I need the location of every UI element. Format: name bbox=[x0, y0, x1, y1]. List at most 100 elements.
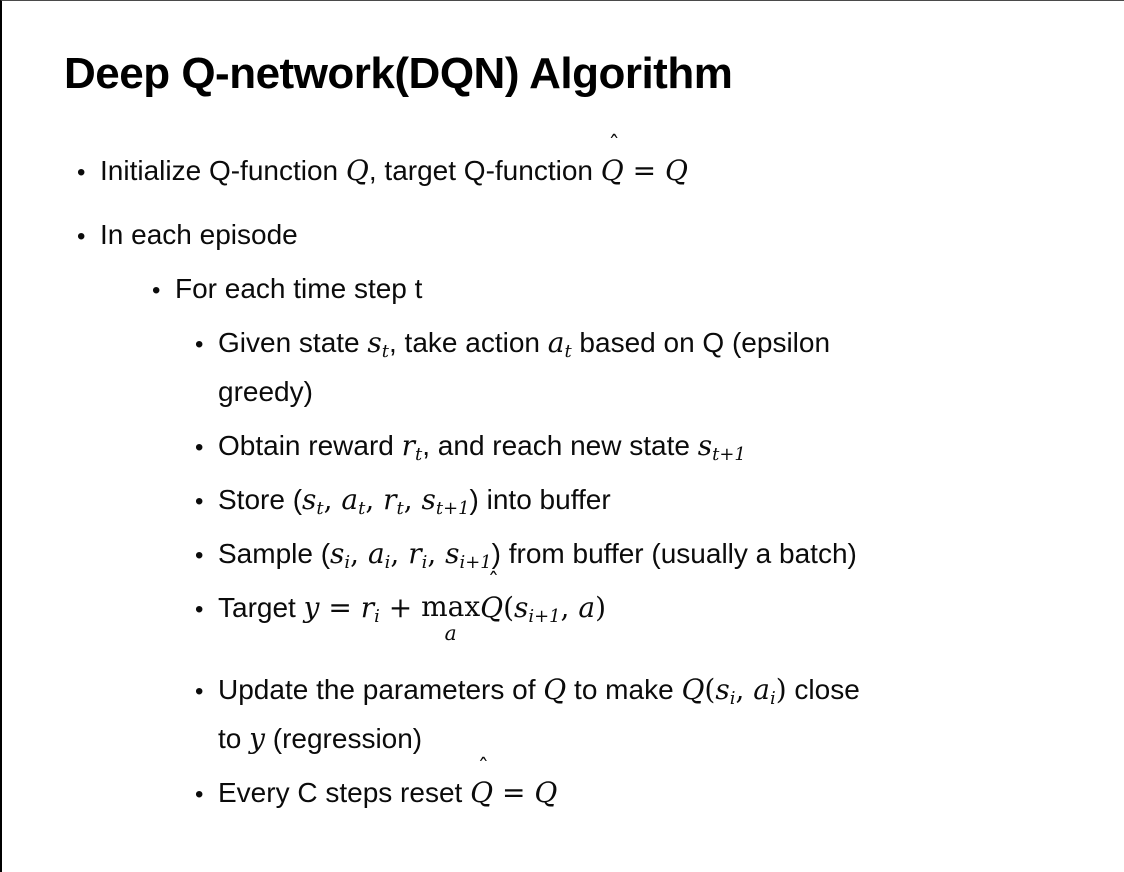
bullet-item: • Update the parameters of Q to make Q(si… bbox=[2, 666, 1124, 764]
operator-under-script: a bbox=[444, 620, 457, 645]
math-var: r bbox=[401, 429, 416, 462]
math-var: s bbox=[445, 537, 460, 570]
bullet-text: For each time step t bbox=[175, 265, 422, 312]
math-var-subscript: st bbox=[302, 483, 324, 520]
operator-name: max bbox=[421, 589, 481, 623]
hat-accent: ˆ bbox=[477, 754, 490, 781]
bullet-text: Obtain reward rt, and reach new state st… bbox=[218, 422, 746, 469]
math-segment: , bbox=[735, 673, 754, 707]
bullet-item: •Given state st, take action at based on… bbox=[2, 319, 1124, 417]
bullet-item: •Initialize Q-function Q, target Q-funct… bbox=[2, 134, 1124, 196]
math-segment: ( bbox=[704, 673, 716, 707]
hat-accent: ˆ bbox=[487, 569, 500, 596]
math-segment: , bbox=[350, 537, 368, 570]
text-segment: based on Q (epsilon bbox=[571, 327, 831, 358]
bullet-text: Given state st, take action at based on … bbox=[218, 319, 830, 366]
math-segment: y bbox=[303, 591, 320, 624]
math-var-subscript: rt bbox=[383, 483, 404, 520]
bullet-marker: • bbox=[195, 596, 204, 623]
math-var: s bbox=[697, 429, 713, 462]
math-subscript: i bbox=[729, 688, 736, 710]
math-var: a bbox=[341, 483, 359, 516]
bullet-marker: • bbox=[152, 277, 161, 304]
bullet-text: to y (regression) bbox=[218, 715, 422, 762]
math-var-subscript: si bbox=[715, 673, 736, 710]
math-segment: = bbox=[319, 591, 361, 624]
math-subscript: t bbox=[358, 498, 366, 520]
bullet-text: Sample (si, ai, ri, si+1) from buffer (u… bbox=[218, 530, 857, 577]
bullet-text: greedy) bbox=[218, 368, 313, 415]
text-segment: greedy) bbox=[218, 376, 313, 407]
math-var-subscript: si bbox=[330, 537, 351, 574]
math-segment: , bbox=[323, 483, 342, 516]
bullet-line: • In each episode bbox=[2, 211, 1124, 260]
math-var-subscript: ai bbox=[368, 537, 390, 571]
math-var-subscript: ri bbox=[408, 537, 428, 574]
text-segment: Obtain reward bbox=[218, 430, 402, 461]
bullet-marker: • bbox=[77, 223, 86, 250]
math-var-subscript: st bbox=[367, 326, 389, 360]
math-subscript: t bbox=[396, 498, 404, 520]
math-segment: Q bbox=[664, 154, 688, 187]
slide-title: Deep Q-network(DQN) Algorithm bbox=[64, 49, 733, 98]
bullet-line: •Obtain reward rt, and reach new state s… bbox=[2, 422, 1124, 471]
math-subscript: i bbox=[374, 606, 380, 628]
bullet-line-continuation: •to y (regression) bbox=[2, 715, 1124, 764]
bullet-line: •Initialize Q-function Q, target Q-funct… bbox=[2, 134, 1124, 196]
math-segment: Q bbox=[681, 673, 705, 707]
math-var: Q bbox=[480, 591, 504, 624]
math-var: s bbox=[367, 326, 382, 359]
math-subscript: i+1 bbox=[528, 606, 561, 628]
math-subscript: t+1 bbox=[435, 498, 470, 520]
math-segment: ) bbox=[775, 673, 787, 707]
bullet-text: Update the parameters of Q to make Q(si,… bbox=[218, 666, 860, 713]
bullet-line: •Store (st, at, rt, st+1) into buffer bbox=[2, 476, 1124, 525]
text-segment: Sample ( bbox=[218, 538, 331, 569]
text-segment: (regression) bbox=[264, 723, 423, 755]
bullet-line: •Given state st, take action at based on… bbox=[2, 319, 1124, 368]
bullet-text: In each episode bbox=[100, 211, 298, 258]
bullet-line: • Update the parameters of Q to make Q(si… bbox=[2, 666, 1124, 715]
math-subscript: t bbox=[564, 341, 572, 363]
math-segment: , bbox=[365, 483, 384, 516]
bullet-marker: • bbox=[195, 331, 204, 358]
bullet-marker: • bbox=[195, 488, 204, 515]
math-segment: + bbox=[379, 591, 422, 624]
math-segment: ( bbox=[503, 591, 515, 624]
text-segment: , take action bbox=[388, 327, 548, 358]
bullet-line: •Sample (si, ai, ri, si+1) from buffer (… bbox=[2, 530, 1124, 579]
bullet-item: • In each episode bbox=[2, 211, 1124, 260]
math-var-subscript: at bbox=[341, 483, 366, 520]
bullet-line-continuation: •greedy) bbox=[2, 368, 1124, 417]
text-segment: Initialize Q-function bbox=[100, 155, 346, 186]
math-var-subscript: st+1 bbox=[697, 429, 746, 463]
math-subscript: i bbox=[421, 552, 428, 574]
math-subscript: t bbox=[316, 498, 324, 520]
math-segment: Q bbox=[345, 154, 369, 187]
math-subscript: i bbox=[344, 552, 351, 574]
text-segment: to make bbox=[566, 674, 682, 706]
math-var-subscript: ri bbox=[361, 591, 380, 628]
text-segment: Given state bbox=[218, 327, 368, 358]
math-segment: Q bbox=[543, 673, 567, 707]
bullet-marker: • bbox=[195, 678, 204, 706]
math-segment: Q bbox=[534, 776, 558, 810]
bullet-item: •Sample (si, ai, ri, si+1) from buffer (… bbox=[2, 530, 1124, 579]
math-var: s bbox=[421, 483, 436, 516]
math-subscript: i+1 bbox=[459, 552, 492, 574]
math-segment: , bbox=[390, 537, 409, 570]
text-segment: For each time step t bbox=[175, 273, 423, 304]
bullet-line: • For each time step t bbox=[2, 265, 1124, 314]
text-segment: Every C steps reset bbox=[218, 777, 471, 809]
math-segment: , bbox=[427, 537, 446, 570]
bullet-list: •Initialize Q-function Q, target Q-funct… bbox=[2, 134, 1124, 818]
text-segment: Store ( bbox=[218, 484, 303, 515]
math-var: r bbox=[383, 483, 397, 516]
math-var-subscript: si+1 bbox=[445, 537, 492, 574]
math-var: Q bbox=[470, 776, 494, 810]
